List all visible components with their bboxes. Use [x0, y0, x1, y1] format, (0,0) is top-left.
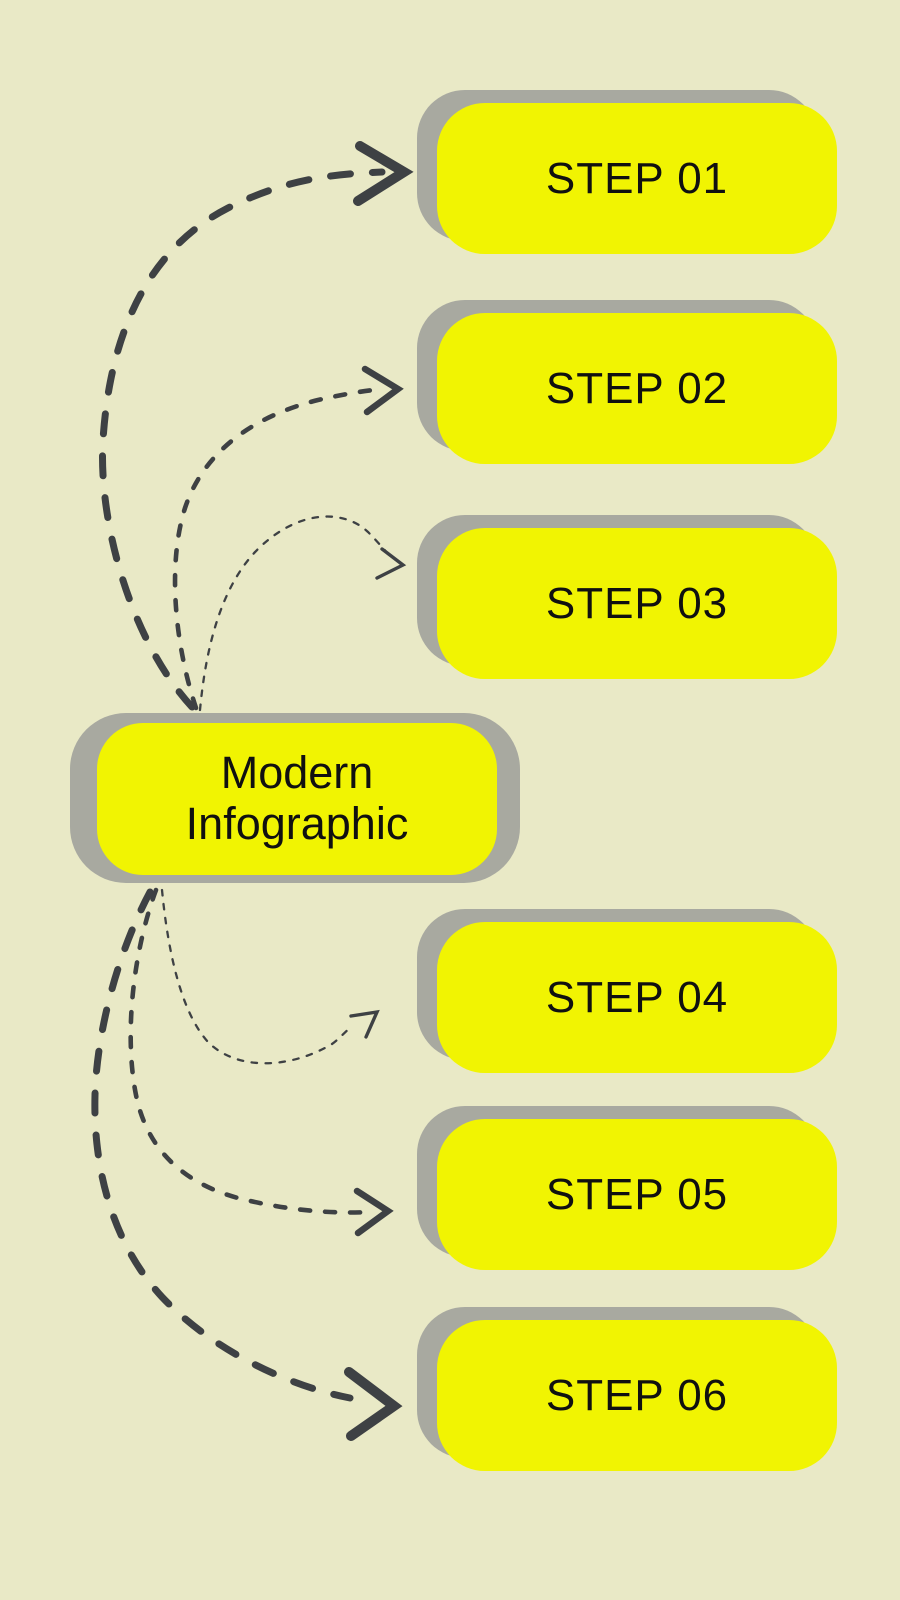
- arrowhead-step-05: [353, 1187, 394, 1237]
- arrow-to-step-01: [99, 141, 414, 711]
- step-node-01: STEP 01: [417, 90, 838, 255]
- arrow-to-step-05: [128, 887, 394, 1237]
- arrowhead-step-01: [353, 141, 414, 206]
- step-04-label: STEP 04: [545, 972, 729, 1022]
- step-05-label: STEP 05: [545, 1169, 729, 1219]
- arrow-curve-step-04: [160, 888, 354, 1065]
- center-node-face: Modern Infographic: [97, 723, 497, 875]
- center-node: Modern Infographic: [70, 713, 520, 883]
- arrow-to-step-04: [160, 888, 380, 1065]
- step-node-05: STEP 05: [417, 1106, 838, 1271]
- arrowhead-step-02: [361, 365, 404, 416]
- step-06-face: STEP 06: [437, 1320, 837, 1471]
- arrow-to-step-02: [172, 365, 404, 711]
- step-node-06: STEP 06: [417, 1307, 838, 1472]
- arrow-to-step-06: [91, 888, 403, 1441]
- step-02-label: STEP 02: [545, 363, 729, 413]
- arrowhead-step-04: [349, 1009, 380, 1039]
- step-03-face: STEP 03: [437, 528, 837, 679]
- step-03-label: STEP 03: [545, 578, 729, 628]
- arrow-to-step-03: [198, 515, 407, 712]
- arrow-curve-step-06: [91, 888, 354, 1402]
- arrow-curve-step-05: [128, 887, 373, 1215]
- center-title-line1: Modern: [220, 747, 374, 799]
- arrow-curve-step-02: [172, 386, 386, 711]
- step-node-03: STEP 03: [417, 515, 838, 680]
- arrow-curve-step-01: [99, 168, 386, 711]
- step-06-label: STEP 06: [545, 1370, 729, 1420]
- arrowhead-step-06: [344, 1367, 403, 1441]
- step-node-02: STEP 02: [417, 300, 838, 465]
- arrow-curve-step-03: [198, 515, 395, 712]
- step-node-04: STEP 04: [417, 909, 838, 1074]
- step-04-face: STEP 04: [437, 922, 837, 1073]
- step-05-face: STEP 05: [437, 1119, 837, 1270]
- center-title-line2: Infographic: [185, 798, 409, 849]
- step-01-label: STEP 01: [545, 153, 729, 203]
- step-01-face: STEP 01: [437, 103, 837, 254]
- arrowhead-step-03: [375, 547, 407, 580]
- step-02-face: STEP 02: [437, 313, 837, 464]
